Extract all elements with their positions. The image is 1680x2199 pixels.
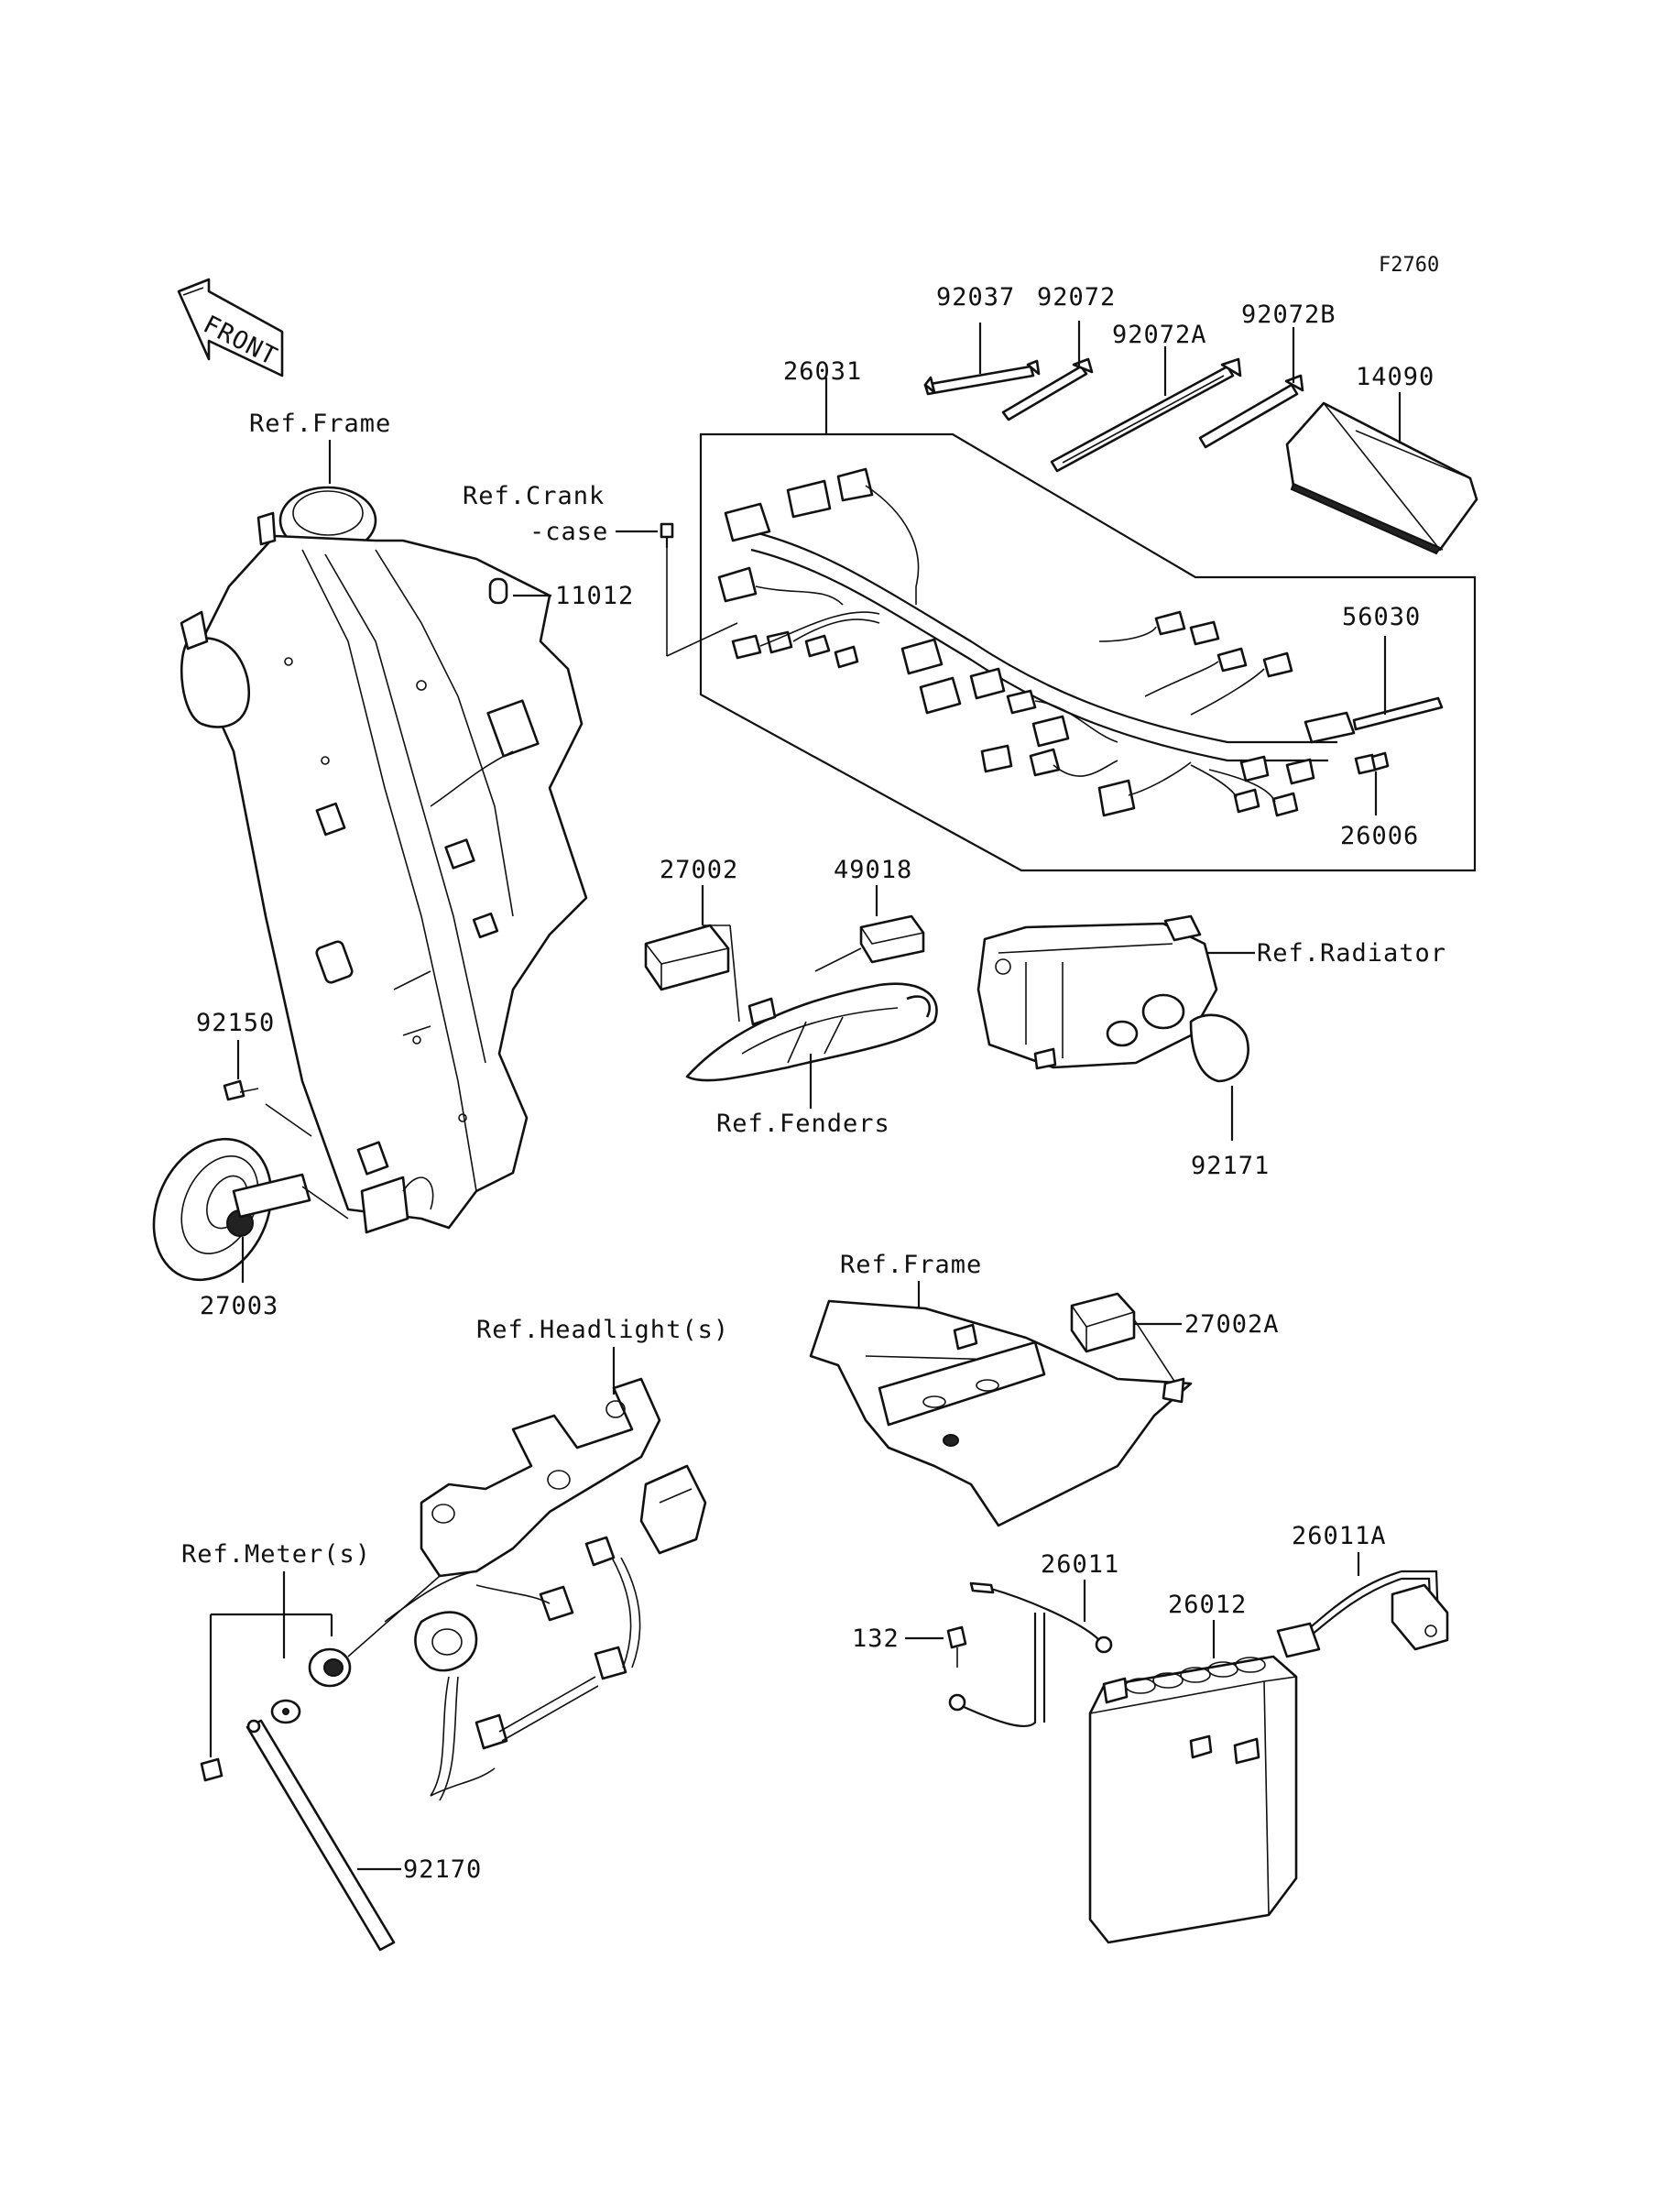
label-92037: 92037 (936, 283, 1015, 312)
bolt-92150 (223, 1079, 259, 1101)
ref-radiator-label: Ref.Radiator (1257, 939, 1446, 968)
label-27002A: 27002A (1184, 1310, 1280, 1339)
harness-frame (699, 432, 1477, 872)
strap-92037 (923, 359, 1041, 396)
label-132: 132 (852, 1625, 900, 1653)
label-14090: 14090 (1356, 363, 1435, 391)
label-92072: 92072 (1037, 283, 1116, 312)
label-49018: 49018 (834, 856, 912, 884)
motorcycle-frame (180, 486, 588, 1234)
ref-fenders-label: Ref.Fenders (716, 1110, 890, 1138)
diagram-code: F2760 (1379, 254, 1439, 277)
bolt-132 (946, 1625, 967, 1668)
nut-meter (200, 1757, 224, 1782)
label-92150: 92150 (196, 1009, 275, 1037)
cover-14090 (1285, 401, 1478, 555)
unit-49018 (859, 914, 925, 964)
label-27003: 27003 (200, 1292, 278, 1320)
front-arrow-icon: FRONT (177, 278, 284, 377)
label-26006: 26006 (1340, 822, 1419, 850)
grommet-meter (308, 1647, 352, 1688)
label-92170: 92170 (403, 1855, 482, 1884)
battery-26012 (1088, 1655, 1298, 1944)
label-26011A: 26011A (1292, 1522, 1387, 1550)
relay-27002 (644, 924, 730, 991)
radiator-assembly (976, 914, 1249, 1083)
cable-26011 (948, 1581, 1113, 1728)
bolt-icon (660, 522, 674, 548)
ref-frame-mid-label: Ref.Frame (840, 1251, 982, 1279)
label-56030: 56030 (1342, 603, 1421, 631)
stay-92170 (245, 1719, 396, 1952)
ref-meter-label: Ref.Meter(s) (181, 1540, 371, 1569)
headlight-bracket (384, 1377, 707, 1801)
horn-27003 (152, 1137, 349, 1282)
label-92072B: 92072B (1241, 301, 1336, 329)
band-92072 (1001, 357, 1094, 421)
grommet-icon (1162, 1377, 1185, 1404)
cable-26011A (1276, 1570, 1449, 1658)
label-26031: 26031 (783, 357, 862, 386)
relay-27002A (1070, 1292, 1136, 1353)
ref-frame-top-label: Ref.Frame (249, 410, 391, 438)
ref-crank-label-2: -case (529, 518, 608, 546)
label-92171: 92171 (1191, 1152, 1270, 1180)
wiring-harness-26031 (717, 467, 1337, 817)
connector-56030 (1304, 696, 1444, 744)
ref-headlight-label: Ref.Headlight(s) (476, 1316, 729, 1344)
label-27002: 27002 (660, 856, 738, 884)
ref-crank-label: Ref.Crank (463, 482, 605, 510)
fender (685, 982, 938, 1082)
label-26012: 26012 (1168, 1591, 1247, 1619)
frame-section (809, 1299, 1193, 1527)
band-92072A (1050, 357, 1242, 473)
fuse-26006 (1354, 751, 1390, 775)
label-11012: 11012 (555, 582, 634, 610)
cap-11012 (488, 577, 508, 605)
label-26011: 26011 (1041, 1550, 1119, 1579)
label-92072A: 92072A (1112, 321, 1207, 349)
washer-meter (270, 1699, 301, 1724)
